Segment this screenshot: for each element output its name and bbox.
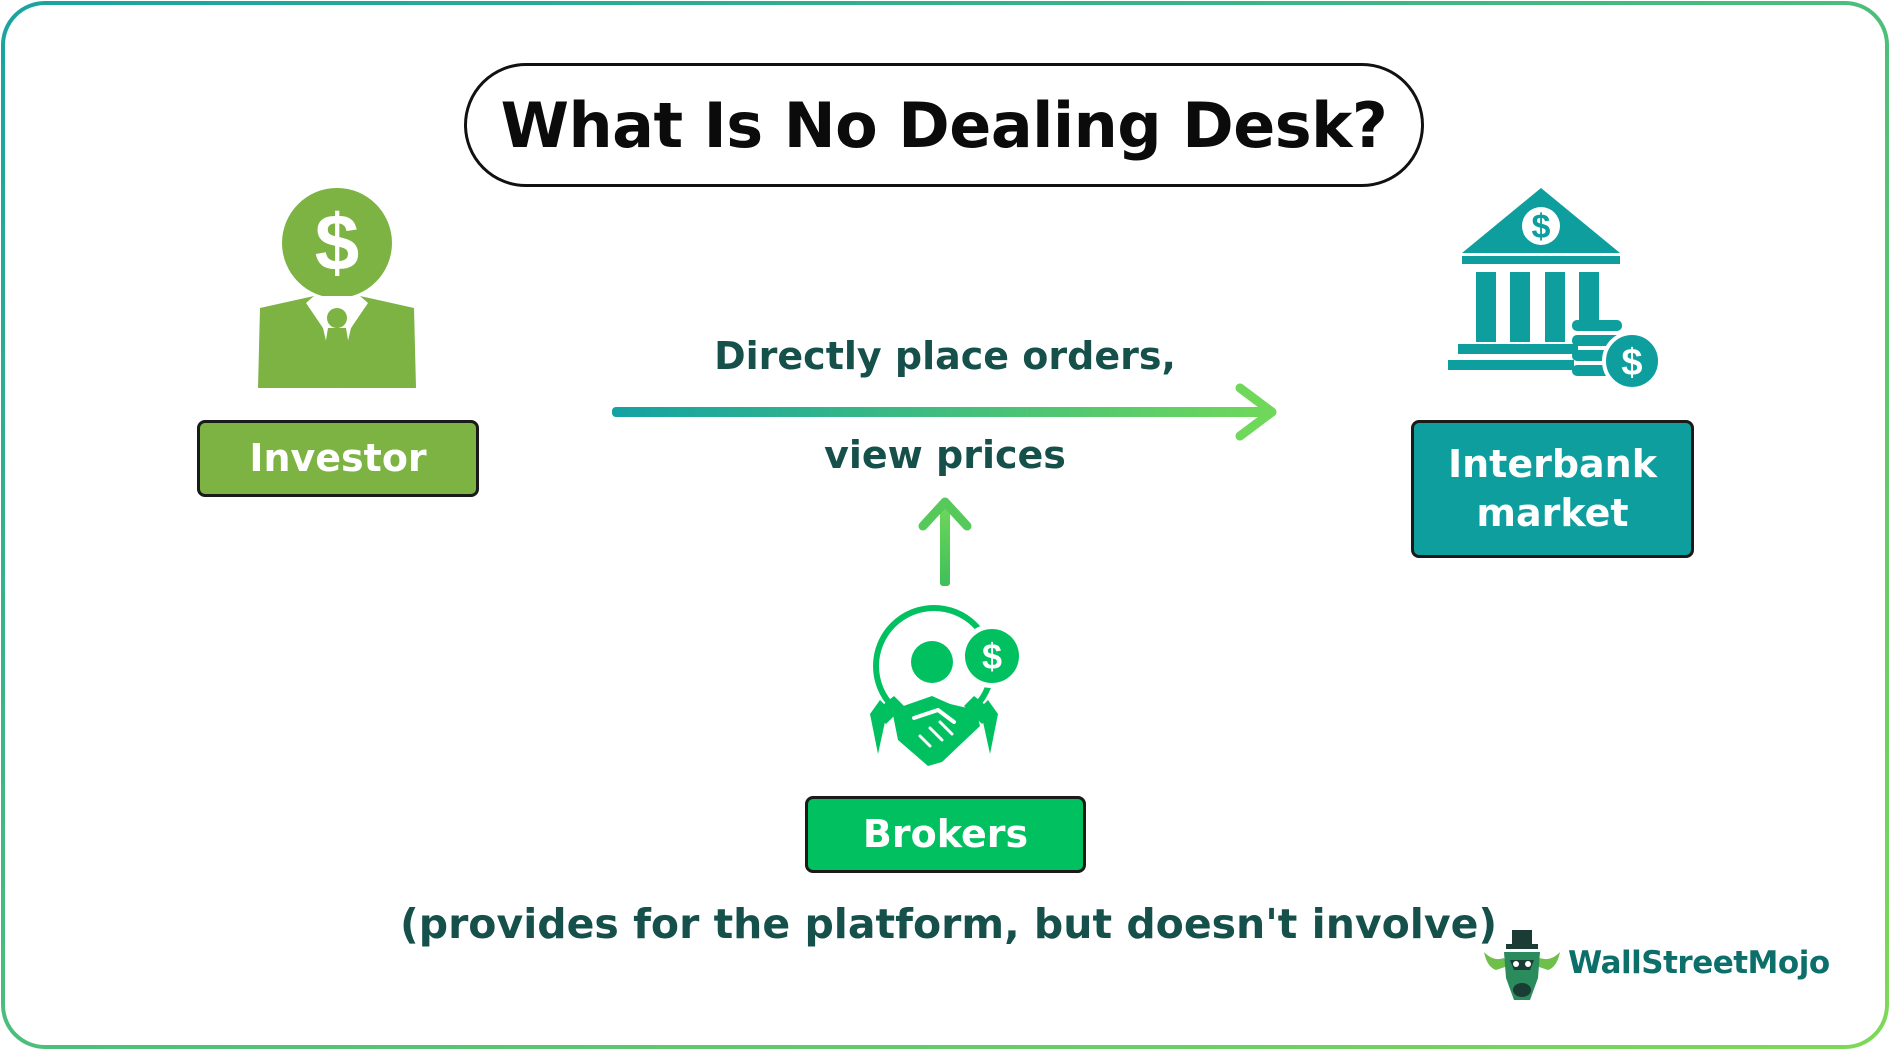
brokers-caption: (provides for the platform, but doesn't … [400,900,1498,948]
flow-label-line-1: Directly place orders, [714,334,1176,378]
page-title: What Is No Dealing Desk? [464,63,1424,187]
right-arrow-connector [612,383,1277,441]
wallstreetmojo-bull-logo [1484,930,1560,1000]
broker-handshake-icon: $ [870,605,1024,766]
svg-text:$: $ [1621,342,1642,384]
flow-label-line-2: view prices [824,433,1066,477]
brokers-label: Brokers [805,796,1086,873]
up-arrow-connector [918,497,972,586]
investor-label: Investor [197,420,479,497]
brand-name: WallStreetMojo [1568,945,1830,981]
svg-text:$: $ [1532,208,1551,246]
svg-text:$: $ [982,636,1002,677]
investor-dollar-head-icon: $ [258,188,416,388]
svg-text:$: $ [315,198,360,287]
bank-building-coins-icon: $ $ [1448,188,1662,391]
